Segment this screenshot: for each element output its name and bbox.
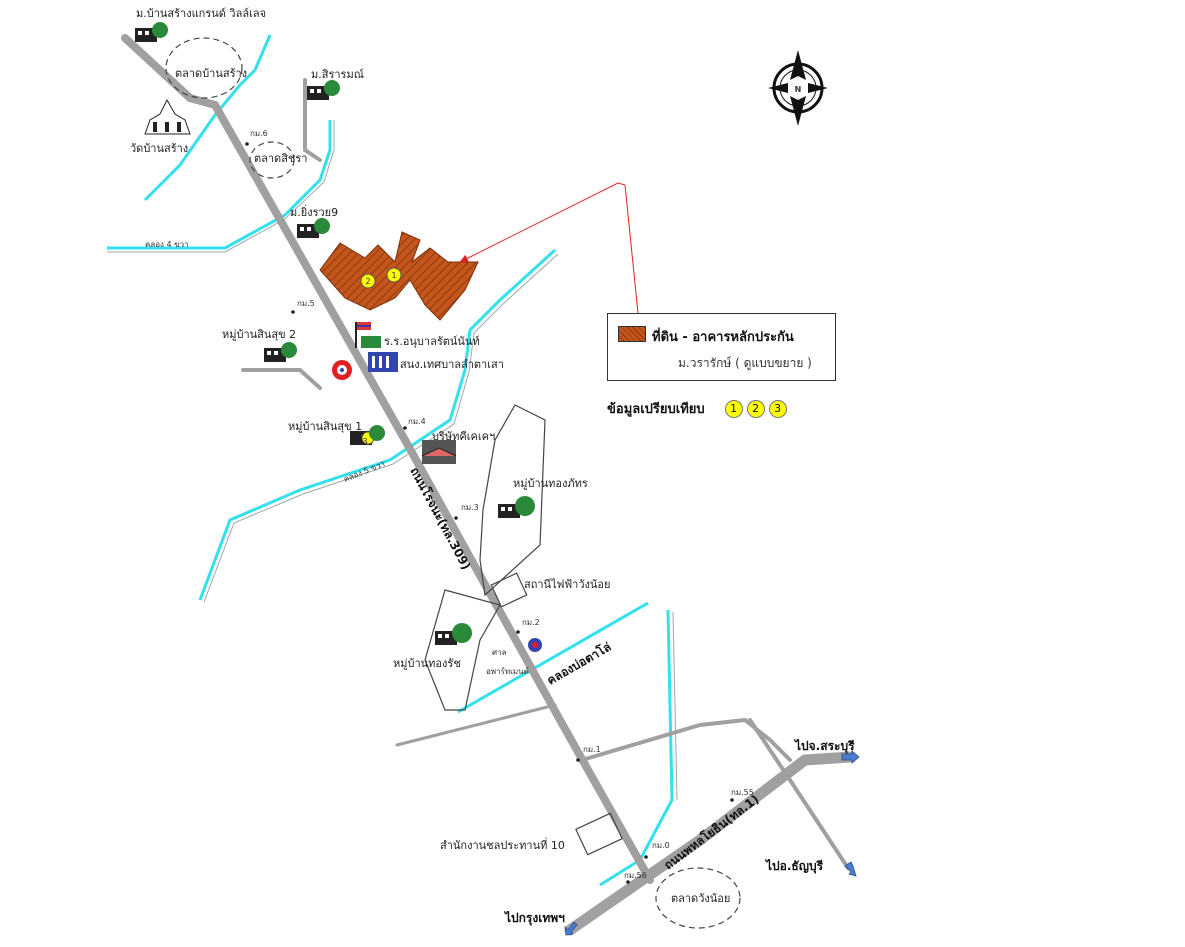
shell-station-icon	[528, 638, 542, 652]
canal-4-right	[107, 120, 332, 250]
label-km4: กม.4	[408, 417, 426, 426]
house-tree-icon	[435, 623, 472, 645]
label-km5: กม.5	[297, 299, 315, 308]
canal-5-right	[198, 248, 557, 601]
direction-arrows	[564, 750, 860, 936]
compass-icon: N	[768, 50, 828, 126]
house-tree-icon	[135, 22, 168, 42]
marker-3-text: 3	[362, 437, 367, 446]
label-village-sinsuk2: หมู่บ้านสินสุข 2	[222, 328, 296, 341]
label-wat-bansang: วัดบ้านสร้าง	[130, 142, 188, 155]
label-canal4: คลอง 4 ขวา	[145, 240, 189, 249]
canal-shadows	[107, 120, 678, 801]
house-tree-icon	[498, 496, 535, 518]
legend-title: ที่ดิน - อาคารหลักประกัน	[652, 330, 794, 345]
market-bansang-circle	[165, 37, 243, 99]
thongphat-boundary	[479, 404, 546, 597]
label-village-grand: ม.บ้านสร้างแกรนด์ วิลล์เลจ	[136, 7, 266, 20]
label-highway-1: ถนนพหลโยธิน(ทล.1)	[661, 791, 762, 872]
pointer-arrow	[459, 182, 639, 314]
company-icon	[421, 440, 457, 464]
canal-north-stream	[143, 34, 272, 202]
house-tree-icon	[307, 80, 340, 100]
house-tree-icon	[350, 425, 385, 445]
market-wangnoi-circle	[655, 867, 741, 929]
market-sithara-circle	[249, 141, 295, 179]
arrow-thanyaburi	[844, 861, 857, 877]
school-icon	[355, 322, 381, 348]
canal-east	[599, 609, 674, 887]
comparison-marker-1: 1	[724, 399, 743, 418]
municipal-icon	[368, 352, 398, 372]
parcel-swatch-icon	[618, 326, 646, 342]
label-market-bansang: ตลาดบ้านสร้าง	[175, 67, 247, 80]
label-company: บริษัทคีเคเคฯ	[432, 430, 495, 443]
office10-box	[575, 812, 623, 856]
label-power-station: สถานีไฟฟ้าวังน้อย	[524, 578, 610, 591]
legend: ที่ดิน - อาคารหลักประกัน ม.วรารักษ์ ( ดู…	[607, 313, 836, 381]
road-sinsuk2	[241, 368, 322, 390]
label-to-bangkok: ไปกรุงเทพฯ	[503, 910, 565, 926]
label-to-thanyaburi: ไปอ.ธัญบุรี	[764, 858, 824, 874]
label-canal-bota: คลองบ่อตาโล่	[544, 639, 614, 688]
comparison-marker-3: 3	[768, 399, 787, 418]
label-market-wangnoi: ตลาดวังน้อย	[671, 892, 730, 905]
power-station-box	[490, 572, 528, 608]
arrow-saraburi	[841, 750, 860, 764]
label-km1: กม.1	[583, 745, 601, 754]
road-thanyaburi	[748, 718, 850, 870]
road-siram	[303, 78, 322, 162]
label-canal5: คลอง 5 ขวา	[342, 459, 386, 484]
label-office-10: สำนักงานชลประทานที่ 10	[440, 837, 565, 852]
comparison-legend: ข้อมูลเปรียบเทียบ 1 2 3	[607, 398, 787, 419]
label-km55: กม.55	[731, 788, 754, 797]
marker-1-text: 1	[391, 271, 396, 280]
label-village-siram: ม.สิรารมณ์	[311, 68, 364, 81]
temple-icon	[144, 98, 191, 135]
label-km3: กม.3	[461, 503, 479, 512]
village-icons	[135, 22, 542, 652]
thongrat-boundary	[424, 589, 501, 711]
label-market-sithara: ตลาดสิชรา	[254, 152, 307, 165]
road-highway-1	[564, 751, 856, 936]
canals	[107, 34, 674, 887]
comparison-label: ข้อมูลเปรียบเทียบ	[607, 402, 705, 417]
label-village-yingruay: ม.ยิ่งรวย9	[290, 204, 338, 219]
label-shrine: ศาล	[492, 648, 507, 657]
road-rojana	[121, 34, 654, 884]
road-west	[395, 703, 557, 747]
label-school: ร.ร.อนุบาลรัตน์นันท์	[384, 335, 480, 348]
parcel-markers: 2 1	[360, 267, 402, 289]
label-municipal: สนง.เทศบาลลำตาเสา	[400, 358, 504, 371]
roads	[121, 34, 856, 936]
canal-bota	[457, 601, 649, 714]
compass-n-text: N	[795, 85, 802, 94]
label-km6: กม.6	[250, 129, 268, 138]
label-village-thongphat: หมู่บ้านทองภัทร	[513, 477, 588, 490]
label-km56: กม.56	[624, 871, 647, 880]
marker-2-text: 2	[365, 277, 370, 286]
ptt-icon	[332, 360, 352, 380]
label-village-sinsuk1: หมู่บ้านสินสุข 1	[288, 420, 362, 433]
label-road-rojana: ถนนโรจนะ(ทล.309)	[407, 464, 474, 572]
market-circles	[165, 37, 741, 929]
label-village-thongrat: หมู่บ้านทองรัช	[393, 657, 461, 670]
road-km1	[580, 717, 792, 762]
arrow-bangkok	[564, 921, 578, 936]
house-tree-icon	[297, 218, 330, 238]
label-to-saraburi: ไปจ.สระบุรี	[793, 738, 855, 754]
label-apartment: อพาร์ทเมนต์	[486, 666, 529, 676]
label-km2: กม.2	[522, 618, 540, 627]
km-dots	[245, 142, 734, 884]
comparison-marker-2: 2	[746, 399, 765, 418]
house-tree-icon	[264, 342, 297, 362]
village-boundaries	[424, 404, 623, 856]
label-km0: กม.0	[652, 841, 670, 850]
legend-subtitle: ม.วรารักษ์ ( ดูแบบขยาย )	[678, 356, 812, 370]
